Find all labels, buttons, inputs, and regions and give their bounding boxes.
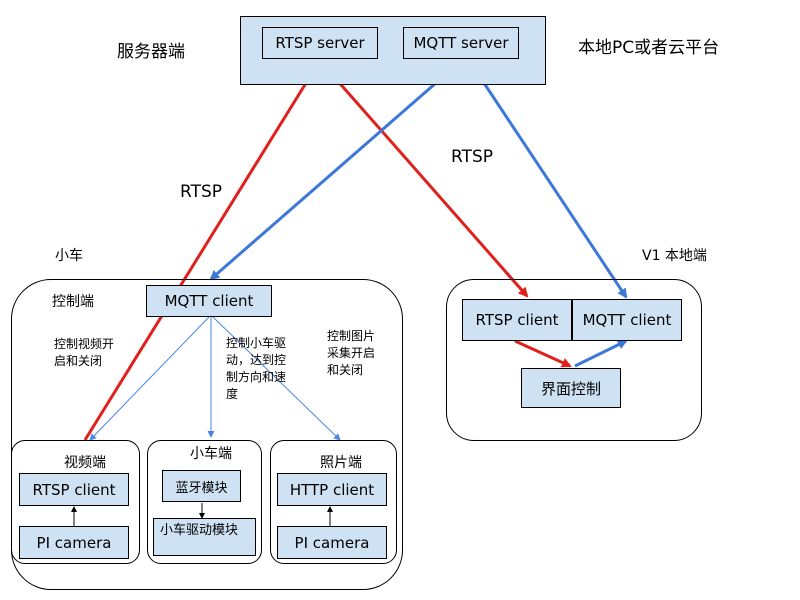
car-side-label: 小车端 xyxy=(190,446,232,462)
v1-mqtt-client-node[interactable]: MQTT client xyxy=(572,299,682,341)
video-side-label: 视频端 xyxy=(64,455,106,471)
note-car-control: 控制小车驱动，达到控制方向和速度 xyxy=(226,336,287,401)
car-label: 小车 xyxy=(55,248,83,264)
video-rtsp-client-node[interactable]: RTSP client xyxy=(19,473,129,506)
ui-control-node[interactable]: 界面控制 xyxy=(521,368,621,408)
mqtt-arrow-server-v1 xyxy=(468,60,628,299)
local-or-cloud-label: 本地PC或者云平台 xyxy=(578,38,720,58)
rtsp-arrow-server-to-v1 xyxy=(319,61,529,298)
v1-local-label: V1 本地端 xyxy=(642,248,707,264)
http-client-node[interactable]: HTTP client xyxy=(277,473,387,506)
bluetooth-module-node[interactable]: 蓝牙模块 xyxy=(162,470,241,502)
rtsp-server-node[interactable]: RTSP server xyxy=(262,27,378,59)
server-side-label: 服务器端 xyxy=(117,42,185,62)
car-drive-module-node[interactable]: 小车驱动模块 xyxy=(153,518,256,556)
mqtt-server-node[interactable]: MQTT server xyxy=(403,27,519,59)
photo-side-label: 照片端 xyxy=(320,455,362,471)
note-photo-control: 控制图片采集开启和关闭 xyxy=(327,329,376,377)
photo-pi-camera-node[interactable]: PI camera xyxy=(277,526,387,559)
video-pi-camera-node[interactable]: PI camera xyxy=(19,526,129,559)
car-container xyxy=(11,279,403,590)
v1-rtsp-client-node[interactable]: RTSP client xyxy=(462,299,572,341)
car-side-container xyxy=(147,440,262,564)
photo-side-container xyxy=(270,440,397,564)
control-side-label: 控制端 xyxy=(52,294,94,310)
note-video-control: 控制视频开启和关闭 xyxy=(54,337,115,368)
mqtt-arrow-server-car xyxy=(209,60,462,281)
car-mqtt-client-node[interactable]: MQTT client xyxy=(146,285,272,317)
rtsp-label-left: RTSP xyxy=(180,182,223,202)
video-side-container xyxy=(11,440,140,564)
rtsp-label-right: RTSP xyxy=(451,147,494,167)
v1-local-container xyxy=(446,279,702,441)
